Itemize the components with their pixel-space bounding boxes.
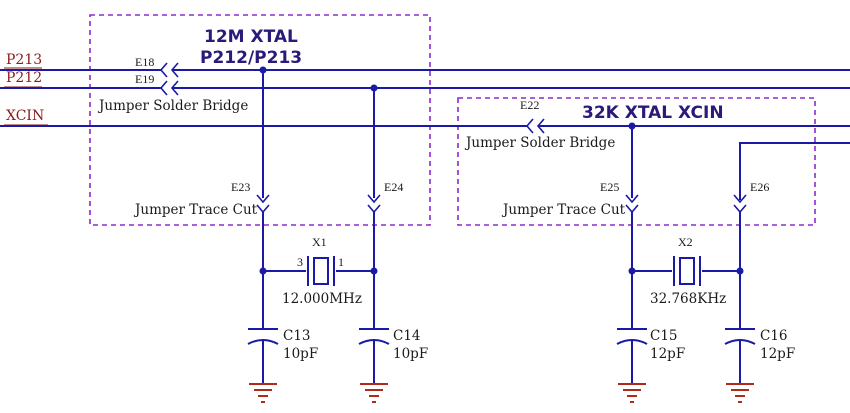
trace-cut-e23 (256, 194, 270, 214)
ground-symbol-c13 (249, 383, 277, 403)
capacitor-c16 (724, 328, 756, 384)
group-12m-subtitle: P212/P213 (200, 48, 302, 68)
net-label-xcin: XCIN (6, 108, 44, 124)
capacitor-value-c15: 12pF (650, 346, 685, 362)
capacitor-ref-c14: C14 (393, 328, 421, 344)
capacitor-value-c16: 12pF (760, 346, 795, 362)
trace-cut-e24 (367, 194, 381, 214)
crystal-x1-pin-right: 1 (338, 255, 344, 269)
jumper-ref-e22: E22 (520, 98, 539, 112)
capacitor-c15 (616, 328, 648, 384)
capacitor-value-c14: 10pF (393, 346, 428, 362)
group-box-32k-xtal (457, 97, 816, 226)
capacitor-c13 (247, 328, 279, 384)
crystal-x1-pin-left: 3 (297, 255, 303, 269)
ground-symbol-c16 (726, 383, 754, 403)
trace-cut-label-32k: Jumper Trace Cut (501, 202, 626, 218)
solder-bridge-label-32k: Jumper Solder Bridge (464, 135, 615, 151)
crystal-x1 (263, 256, 374, 286)
group-box-12m-xtal (89, 14, 431, 226)
net-label-p212: P212 (6, 70, 42, 86)
crystal-x2-frequency: 32.768KHz (650, 291, 726, 307)
capacitor-value-c13: 10pF (283, 346, 318, 362)
jumper-ref-e18: E18 (135, 55, 154, 69)
jumper-ref-e19: E19 (135, 72, 154, 86)
capacitor-ref-c13: C13 (283, 328, 311, 344)
jumper-ref-e23: E23 (231, 180, 250, 194)
capacitor-ref-c15: C15 (650, 328, 678, 344)
group-12m-title: 12M XTAL (204, 27, 298, 47)
jumper-ref-e25: E25 (600, 180, 619, 194)
ground-symbol-c15 (618, 383, 646, 403)
trace-cut-e25 (625, 194, 639, 214)
jumper-ref-e26: E26 (750, 180, 769, 194)
solder-bridge-e19 (159, 80, 179, 96)
trace-cut-e26 (733, 194, 747, 214)
capacitor-c14 (358, 328, 390, 384)
crystal-x2 (632, 256, 740, 286)
trace-cut-label-12m: Jumper Trace Cut (133, 202, 258, 218)
ground-symbol-c14 (360, 383, 388, 403)
solder-bridge-e18 (159, 62, 179, 78)
solder-bridge-e22 (525, 118, 545, 134)
capacitor-ref-c16: C16 (760, 328, 788, 344)
group-32k-title: 32K XTAL XCIN (582, 103, 724, 123)
crystal-x1-frequency: 12.000MHz (282, 291, 362, 307)
net-label-p213: P213 (6, 52, 42, 68)
crystal-ref-x2: X2 (678, 235, 693, 249)
wire-xcout-e26 (739, 142, 850, 200)
solder-bridge-label-12m: Jumper Solder Bridge (97, 98, 248, 114)
crystal-ref-x1: X1 (312, 235, 327, 249)
jumper-ref-e24: E24 (384, 180, 403, 194)
